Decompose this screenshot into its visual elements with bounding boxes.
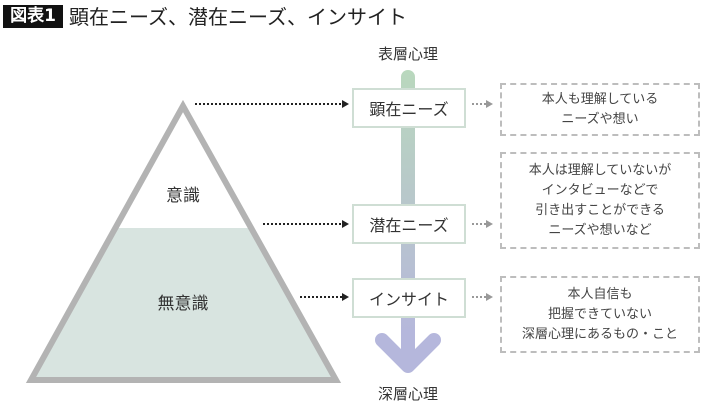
- figure-tag: 図表1: [3, 5, 63, 28]
- description-insight: 本人自信も 把握できていない 深層心理にあるもの・こと: [500, 276, 700, 353]
- depth-arrow-head: [375, 333, 441, 373]
- description-line: 本人は理解していないが: [528, 162, 672, 178]
- figure-title: 顕在ニーズ、潜在ニーズ、インサイト: [69, 5, 407, 29]
- description-explicit-needs: 本人も理解している ニーズや想い: [500, 83, 700, 136]
- description-latent-needs: 本人は理解していないが インタビューなどで 引き出すことができる ニーズや想いな…: [500, 152, 700, 249]
- deep-label: 深層心理: [377, 385, 438, 403]
- description-line: 深層心理にあるもの・こと: [521, 326, 678, 342]
- level-box-explicit-needs: 顕在ニーズ: [352, 88, 466, 128]
- pyramid-outline: [25, 99, 342, 383]
- connector-arrows: [195, 100, 349, 301]
- surface-label: 表層心理: [377, 45, 438, 63]
- pyramid-lower-label: 無意識: [157, 294, 209, 314]
- description-line: ニーズや想いなど: [548, 222, 652, 238]
- description-line: インタビューなどで: [541, 182, 659, 198]
- level-box-insight: インサイト: [352, 278, 466, 318]
- description-line: 本人自信も: [567, 286, 633, 302]
- arrowhead-2: [342, 220, 349, 228]
- arrowhead-1: [342, 100, 349, 108]
- description-line: 把握できていない: [547, 306, 652, 322]
- description-arrows: [472, 100, 493, 301]
- level-box-latent-needs: 潜在ニーズ: [352, 204, 466, 244]
- depth-arrow: [375, 70, 441, 373]
- pyramid-upper-label: 意識: [166, 186, 200, 206]
- description-line: 引き出すことができる: [535, 202, 665, 218]
- description-line: ニーズや想い: [561, 111, 639, 127]
- pyramid: [25, 99, 342, 383]
- description-line: 本人も理解している: [541, 91, 659, 107]
- arrowhead-3: [342, 293, 349, 301]
